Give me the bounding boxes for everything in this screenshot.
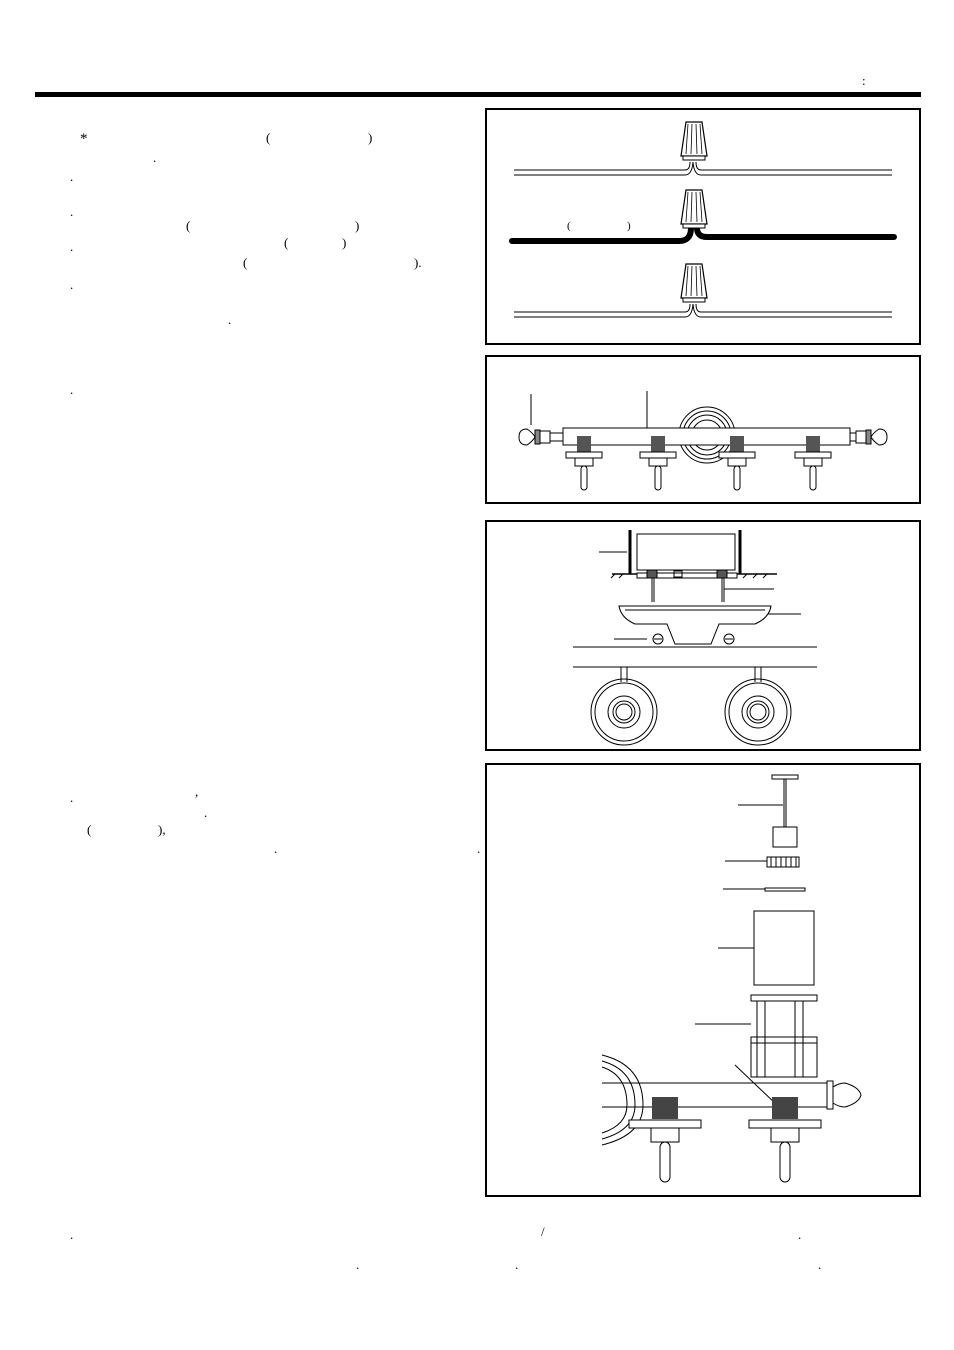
shade-assembly-drawing (601, 774, 862, 1183)
text-mark: . (70, 790, 74, 805)
text-mark: . (70, 169, 74, 184)
text-mark: . (70, 204, 74, 219)
text-mark: . (70, 277, 74, 292)
text-mark: ( (284, 235, 289, 250)
text-mark: . (798, 1227, 802, 1242)
figure-wire-connections: ( ) (485, 108, 921, 345)
figure-shade-assembly (485, 763, 921, 1197)
text-mark: . (153, 150, 157, 165)
wire-label-paren-close: ) (627, 220, 631, 232)
text-mark: / (541, 1224, 545, 1239)
text-mark: . (70, 1227, 74, 1242)
text-mark: . (70, 239, 74, 254)
text-mark: . (70, 382, 74, 397)
text-mark: . (818, 1257, 822, 1272)
text-mark: ). (414, 255, 422, 270)
socket-group (565, 436, 832, 491)
text-mark: , (195, 784, 199, 799)
text-mark: ) (342, 235, 347, 250)
text-mark: . (274, 841, 278, 856)
socket-group (628, 1097, 702, 1183)
fixture-bar-drawing (518, 391, 888, 491)
text-mark: ( (87, 822, 92, 837)
text-mark: ) (368, 130, 373, 145)
text-mark: ( (186, 218, 191, 233)
text-mark: . (356, 1257, 360, 1272)
figure-fixture-bar (485, 355, 921, 504)
text-mark: ( (266, 130, 271, 145)
header-rule (35, 92, 921, 97)
wire-nut-icon (680, 263, 708, 303)
text-mark: . (515, 1257, 519, 1272)
text-mark: . (204, 805, 208, 820)
text-mark: . (477, 841, 481, 856)
socket-group (748, 1097, 822, 1183)
text-mark: ( (243, 255, 248, 270)
text-mark: ) (355, 218, 360, 233)
figure-mounting (485, 520, 921, 751)
wire-nut-icon (680, 121, 708, 161)
text-mark: . (228, 312, 232, 327)
wire-label-paren-open: ( (567, 220, 571, 232)
wire-connection-drawing (509, 121, 897, 318)
wire-nut-icon (680, 189, 708, 229)
asterisk-mark: * (80, 131, 88, 147)
text-mark: ), (158, 822, 166, 837)
mounting-drawing (573, 530, 817, 746)
header-corner-mark: : (862, 73, 866, 88)
